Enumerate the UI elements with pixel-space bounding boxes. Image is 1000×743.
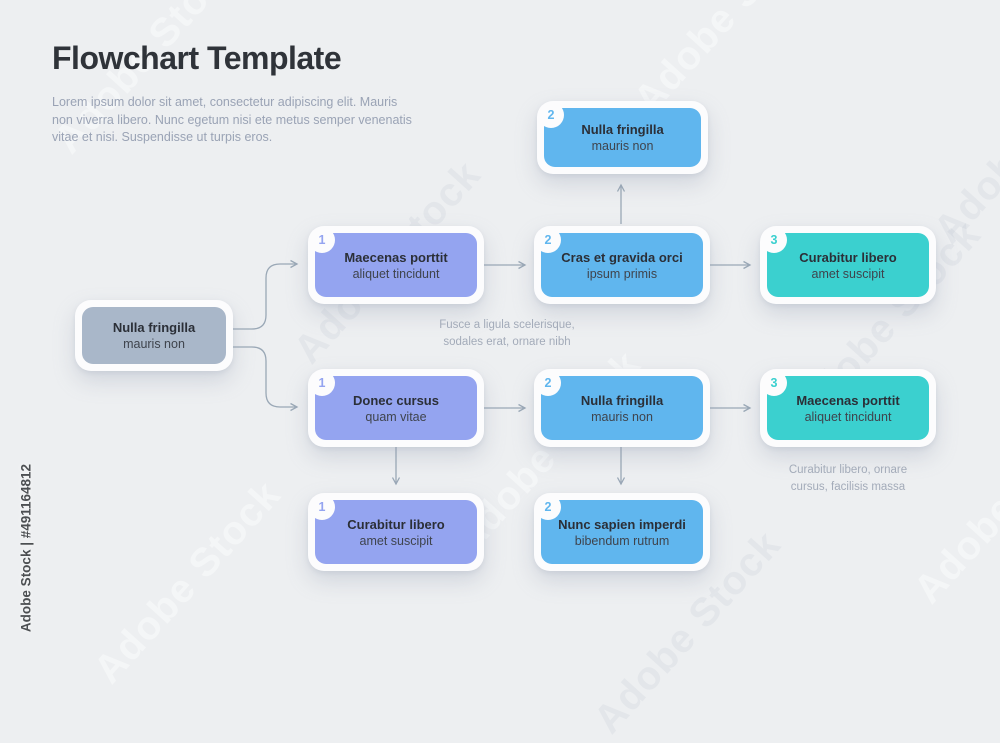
node-subtitle: ipsum primis (586, 266, 658, 281)
flow-node-body: Nulla fringilla mauris non (82, 307, 226, 364)
flow-node-r1c3: 3 Curabitur libero amet suscipit (760, 226, 936, 304)
flow-node-body: 1 Donec cursus quam vitae (309, 370, 477, 440)
flow-node-body: 2 Cras et gravida orci ipsum primis (535, 227, 703, 297)
flow-node-r3c1: 1 Curabitur libero amet suscipit (308, 493, 484, 571)
node-title: Curabitur libero (799, 249, 897, 265)
node-subtitle: mauris non (591, 409, 653, 424)
page-description-line: Lorem ipsum dolor sit amet, consectetur … (52, 95, 398, 109)
flow-node-body: 2 Nulla fringilla mauris non (538, 102, 701, 167)
step-number-badge: 2 (535, 370, 561, 396)
flow-node-r2c2: 2 Nulla fringilla mauris non (534, 369, 710, 447)
node-title: Cras et gravida orci (561, 249, 683, 265)
node-title: Nulla fringilla (580, 392, 664, 408)
node-subtitle: mauris non (591, 139, 654, 153)
step-number-badge: 1 (309, 370, 335, 396)
flow-node-top: 2 Nulla fringilla mauris non (537, 101, 708, 174)
node-title: Maecenas porttit (796, 392, 900, 408)
step-number-badge: 1 (309, 494, 335, 520)
step-number-badge: 2 (535, 227, 561, 253)
flow-node-r3c2: 2 Nunc sapien imperdi bibendum rutrum (534, 493, 710, 571)
flow-node-r2c1: 1 Donec cursus quam vitae (308, 369, 484, 447)
flow-node-r2c3: 3 Maecenas porttit aliquet tincidunt (760, 369, 936, 447)
node-subtitle: quam vitae (365, 409, 427, 424)
adobe-stock-id-watermark: Adobe Stock | #491164812 (18, 463, 34, 633)
flow-caption-row1: Fusce a ligula scelerisque, sodales erat… (402, 317, 612, 350)
node-title: Nunc sapien imperdi (558, 516, 686, 532)
step-number-badge: 3 (761, 370, 787, 396)
node-title: Donec cursus (353, 392, 439, 408)
node-subtitle: bibendum rutrum (574, 533, 670, 548)
caption-line: cursus, facilisis massa (790, 480, 906, 493)
flow-node-body: 2 Nulla fringilla mauris non (535, 370, 703, 440)
flow-node-body: 3 Curabitur libero amet suscipit (761, 227, 929, 297)
background-watermark: Adobe Stock (85, 472, 290, 692)
node-title: Nulla fringilla (581, 122, 664, 137)
page-description: Lorem ipsum dolor sit amet, consectetur … (52, 94, 412, 147)
step-number-badge: 3 (761, 227, 787, 253)
page-description-line: vitae et nisi. Suspendisse ut turpis ero… (52, 130, 273, 144)
flow-node-body: 1 Curabitur libero amet suscipit (309, 494, 477, 564)
connector-start-to-r1c1 (233, 259, 299, 330)
node-subtitle: aliquet tincidunt (804, 409, 892, 424)
connector-start-to-r2c1 (233, 346, 299, 412)
step-number-badge: 2 (538, 102, 564, 128)
caption-line: Curabitur libero, ornare (788, 464, 908, 476)
flow-node-r1c1: 1 Maecenas porttit aliquet tincidunt (308, 226, 484, 304)
flow-caption-row2: Curabitur libero, ornare cursus, facilis… (743, 462, 953, 495)
flow-node-body: 3 Maecenas porttit aliquet tincidunt (761, 370, 929, 440)
node-subtitle: amet suscipit (811, 266, 885, 281)
flow-node-r1c2: 2 Cras et gravida orci ipsum primis (534, 226, 710, 304)
step-number-badge: 1 (309, 227, 335, 253)
node-subtitle: amet suscipit (359, 533, 433, 548)
caption-line: sodales erat, ornare nibh (443, 335, 571, 348)
node-title: Nulla fringilla (112, 320, 196, 335)
flowchart-template-page: Adobe Stock Adobe Stock Adobe Stock Adob… (18, 33, 1000, 633)
page-title: Flowchart Template (52, 40, 342, 76)
page-description-line: non viverra libero. Nunc egetum nisi ete… (52, 112, 412, 127)
flow-node-start: Nulla fringilla mauris non (75, 300, 233, 371)
flow-node-body: 2 Nunc sapien imperdi bibendum rutrum (535, 494, 703, 564)
step-number-badge: 2 (535, 494, 561, 520)
node-title: Curabitur libero (347, 516, 445, 532)
node-title: Maecenas porttit (344, 249, 448, 265)
node-subtitle: mauris non (123, 337, 185, 351)
background-watermark: Adobe Stock (925, 33, 1000, 252)
node-subtitle: aliquet tincidunt (352, 266, 440, 281)
caption-line: Fusce a ligula scelerisque, (439, 319, 575, 331)
flow-node-body: 1 Maecenas porttit aliquet tincidunt (309, 227, 477, 297)
